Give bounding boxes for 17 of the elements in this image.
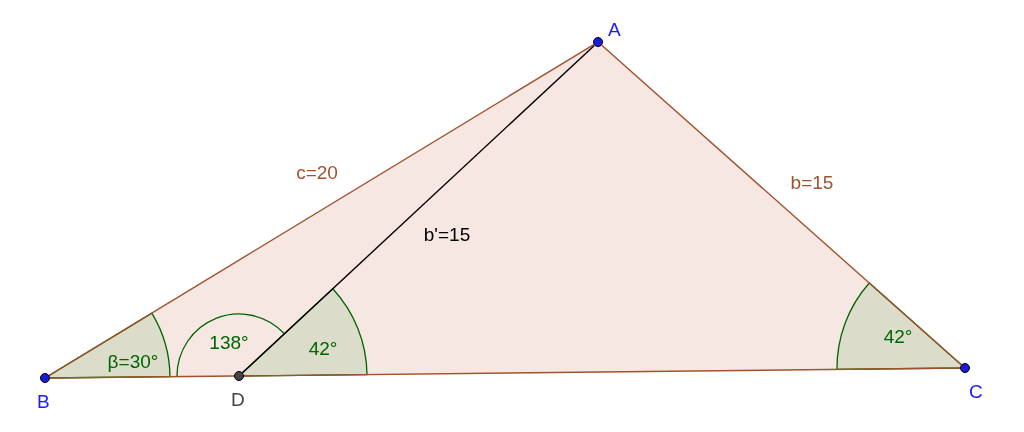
vertex-label: A [608, 20, 621, 40]
vertex-label: D [231, 390, 245, 410]
triangle-side [601, 44, 962, 366]
angle-label: 42° [308, 338, 338, 360]
side-length-label: c=20 [296, 162, 338, 184]
vertex-label: B [37, 392, 50, 412]
angle-label: β=30° [107, 351, 159, 373]
angle-label: 138° [209, 332, 249, 354]
triangle-side [49, 375, 235, 379]
vertex-label: C [969, 382, 983, 402]
angle-label: 42° [883, 326, 913, 348]
vertex-point [593, 20, 622, 47]
triangle-side [48, 43, 595, 377]
side-length-label: b'=15 [423, 224, 471, 246]
triangle-side [243, 367, 961, 377]
triangle-side [241, 44, 596, 374]
side-length-label: b=15 [790, 172, 834, 194]
